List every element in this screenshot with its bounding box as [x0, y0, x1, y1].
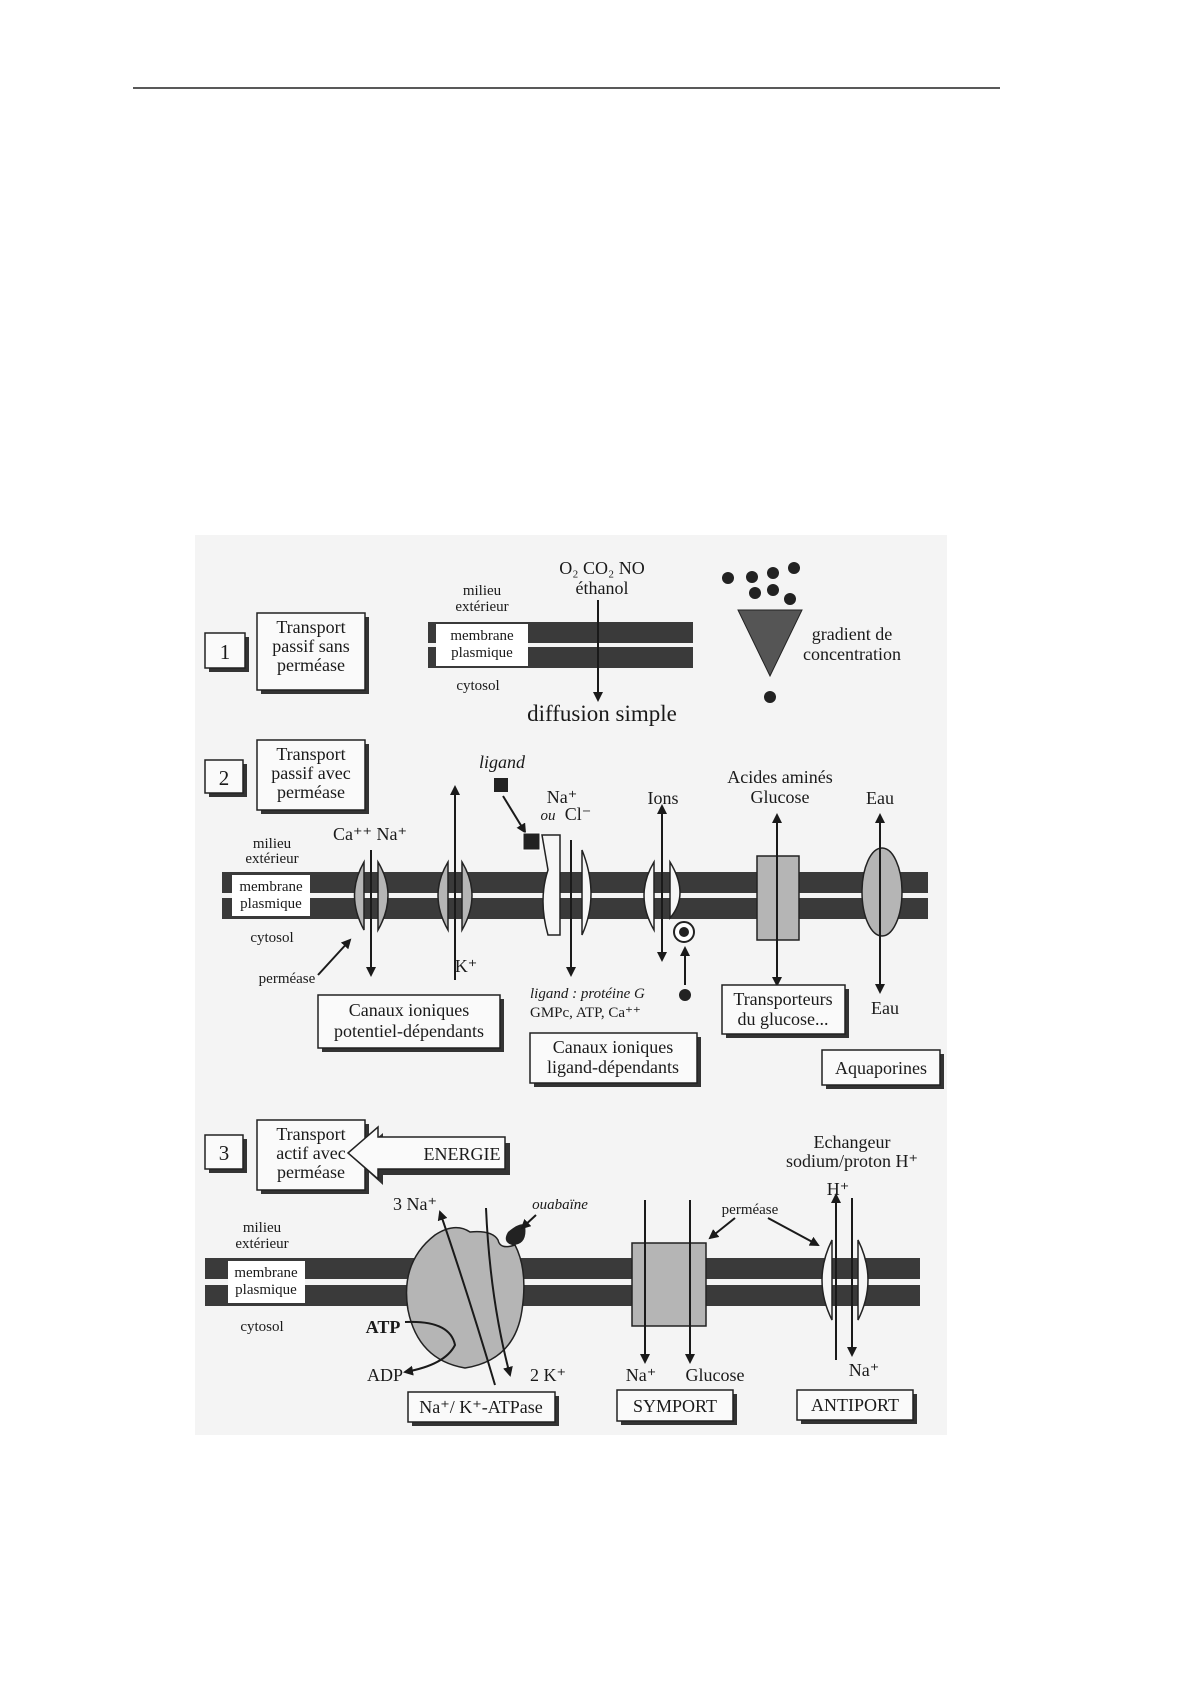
section-3-title-line: perméase [277, 1162, 345, 1182]
permease-label: perméase [722, 1202, 779, 1218]
outside-label: extérieur [245, 851, 298, 867]
membrane-label: membrane [239, 879, 303, 895]
section-1-title-box [256, 612, 366, 691]
membrane-label: membrane [234, 1265, 298, 1281]
outside-label: milieu [243, 1220, 282, 1236]
box-label: Canaux ioniques [553, 1037, 673, 1057]
box-label: SYMPORT [633, 1396, 717, 1416]
molecule-dot [764, 691, 776, 703]
section-3-title-line: Transport [276, 1124, 345, 1144]
membrane-label: plasmique [451, 645, 513, 661]
ion-channel [643, 859, 681, 933]
box-label: Canaux ioniques [349, 1000, 469, 1020]
gradient-label: concentration [803, 644, 901, 664]
exchanger-label: sodium/proton H⁺ [786, 1151, 918, 1171]
glucose-label: Glucose [686, 1365, 745, 1385]
voltage-gated-channel [353, 859, 389, 933]
box-antiport [796, 1389, 914, 1421]
section-2-title-line: perméase [277, 782, 345, 802]
outside-label: milieu [253, 836, 292, 852]
outside-label: extérieur [235, 1236, 288, 1252]
ligand-label: ligand [479, 752, 526, 772]
box-aquaporins [821, 1049, 941, 1086]
permease-label: perméase [259, 971, 316, 987]
na-k-atpase [405, 1226, 525, 1369]
box-ligand-channels [529, 1032, 698, 1084]
box-label: Transporteurs [733, 989, 832, 1009]
symport-transporter [631, 1242, 707, 1327]
box-label: du glucose... [738, 1009, 829, 1029]
amino-label: Acides aminés [727, 767, 832, 787]
cytosol-label: cytosol [240, 1319, 283, 1335]
cytosol-label: cytosol [250, 930, 293, 946]
eau-label: Eau [866, 788, 894, 808]
membrane-label: plasmique [240, 896, 302, 912]
atp-label: ATP [366, 1317, 401, 1337]
cytosol-label: cytosol [456, 678, 499, 694]
adp-label: ADP [367, 1365, 403, 1385]
membrane-label: membrane [450, 628, 514, 644]
box-label: Na⁺/ K⁺-ATPase [419, 1397, 542, 1417]
box-voltage-channels [317, 994, 501, 1049]
box-label: potentiel-dépendants [334, 1021, 484, 1041]
diffusion-label: diffusion simple [527, 701, 677, 726]
box-atpase [407, 1391, 556, 1423]
ligand-square [494, 778, 508, 792]
aquaporin [861, 847, 903, 937]
exchanger-label: Echangeur [814, 1132, 891, 1152]
box-label: ANTIPORT [811, 1395, 899, 1415]
gradient-label: gradient de [812, 624, 892, 644]
molecule-dots [722, 562, 800, 605]
ouabaine-marker [505, 1224, 526, 1245]
box-glucose-transporters [721, 984, 846, 1035]
gradient-triangle [737, 609, 803, 678]
ligand-desc: ligand : protéine G [530, 986, 645, 1002]
section-3-number: 3 [219, 1141, 230, 1165]
section-2-number: 2 [219, 766, 230, 790]
glucose-label: Glucose [751, 787, 810, 807]
k-label: K⁺ [455, 956, 478, 976]
na-antiport-label: Na⁺ [849, 1360, 880, 1380]
section-2-title-line: passif avec [271, 763, 350, 783]
na3-label: 3 Na⁺ [393, 1194, 437, 1214]
membrane-label: plasmique [235, 1282, 297, 1298]
section-3: 3 Transport actif avec perméase ENERGIE … [204, 1119, 920, 1426]
ions-label: Ions [648, 788, 679, 808]
na-label: Na⁺ [547, 787, 578, 807]
section-2: 2 Transport passif avec perméase milieu … [204, 739, 944, 1089]
section-1-title-line: perméase [277, 655, 345, 675]
k2-label: 2 K⁺ [530, 1365, 566, 1385]
section-3-title-line: actif avec [276, 1143, 345, 1163]
ethanol-label: éthanol [576, 578, 629, 598]
box-label: ligand-dépendants [547, 1057, 679, 1077]
section-1-title-line: Transport [276, 617, 345, 637]
ligand-desc: GMPc, ATP, Ca⁺⁺ [530, 1005, 641, 1021]
ligand-gated-channel [541, 834, 561, 936]
ca-na-label: Ca⁺⁺ Na⁺ [333, 824, 407, 844]
ou-label: ou [541, 808, 556, 824]
eau-label: Eau [871, 998, 899, 1018]
section-1-number-box [204, 632, 246, 669]
energy-arrow [346, 1125, 506, 1181]
outside-label: extérieur [455, 599, 508, 615]
box-symport [616, 1389, 734, 1422]
box-label: Aquaporines [835, 1058, 927, 1078]
na-symport-label: Na⁺ [626, 1365, 657, 1385]
section-2-title-line: Transport [276, 744, 345, 764]
h-label: H⁺ [827, 1179, 850, 1199]
ouabaine-label: ouabaïne [532, 1197, 588, 1213]
section-1-number: 1 [220, 640, 231, 664]
section-1-title-line: passif sans [272, 636, 350, 656]
antiport-exchanger [821, 1239, 869, 1321]
section-1: 1 Transport passif sans perméase milieu … [204, 558, 901, 726]
molecules-label: O₂ CO₂ NO [559, 558, 645, 578]
potassium-channel [437, 859, 473, 933]
energy-label: ENERGIE [424, 1144, 501, 1164]
outside-label: milieu [463, 583, 502, 599]
cl-label: Cl⁻ [565, 804, 592, 824]
